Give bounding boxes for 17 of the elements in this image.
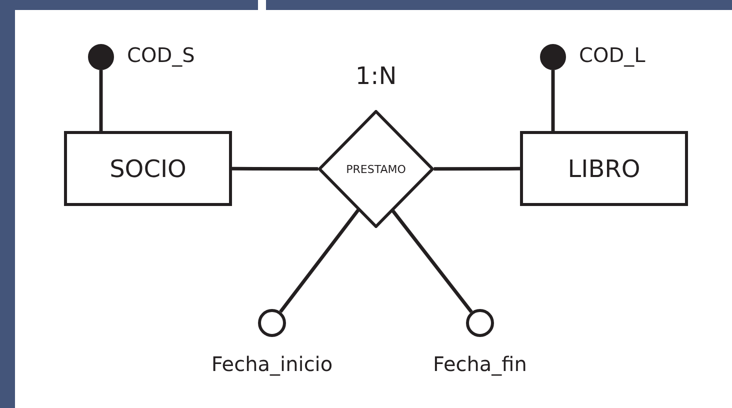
relationship-name: PRESTAMO	[346, 162, 406, 176]
connector-line	[99, 70, 103, 131]
attribute-name: Fecha_fin	[433, 352, 527, 376]
attribute-name: Fecha_inicio	[211, 352, 333, 376]
entity-name: LIBRO	[568, 154, 640, 182]
relationship-diamond	[318, 110, 434, 228]
cardinality-label: 1:N	[355, 62, 397, 90]
connector-line	[551, 70, 555, 131]
connector-line	[279, 208, 360, 313]
entity-box	[520, 131, 688, 206]
attribute-name: COD_S	[127, 43, 195, 67]
attribute-name: COD_L	[579, 43, 646, 67]
connector-line	[232, 166, 318, 171]
connector-line	[434, 166, 520, 171]
entity-name: SOCIO	[110, 154, 186, 182]
entity-box	[64, 131, 232, 206]
connector-line	[392, 210, 473, 314]
